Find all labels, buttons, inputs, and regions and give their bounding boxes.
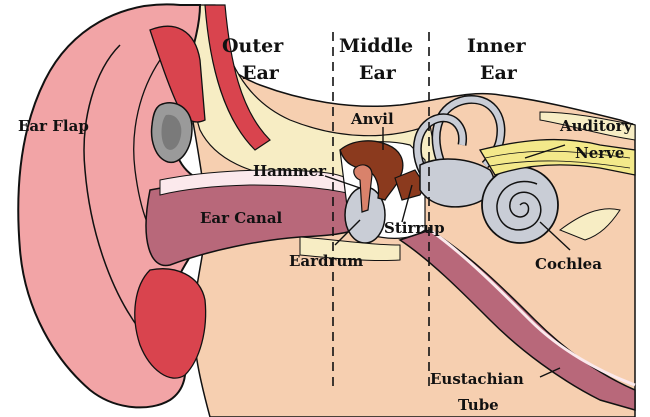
label-eustachian-line2: Tube — [458, 396, 499, 414]
label-middle-line1: Middle — [339, 35, 413, 57]
label-stirrup: Stirrup — [384, 219, 445, 237]
label-eardrum: Eardrum — [289, 252, 363, 270]
label-auditory-line2: Nerve — [575, 144, 624, 162]
label-cochlea: Cochlea — [535, 255, 602, 273]
label-auditory-line1: Auditory — [559, 117, 634, 135]
label-eustachian-line1: Eustachian — [430, 370, 524, 388]
label-hammer: Hammer — [253, 162, 327, 180]
label-inner-line1: Inner — [467, 35, 527, 57]
label-outer-line1: Outer — [222, 35, 284, 57]
label-ear-flap: Ear Flap — [18, 117, 89, 135]
label-anvil: Anvil — [350, 110, 394, 128]
label-middle-line2: Ear — [359, 62, 397, 84]
label-outer-line2: Ear — [242, 62, 280, 84]
label-inner-line2: Ear — [480, 62, 518, 84]
label-ear-canal: Ear Canal — [200, 209, 283, 227]
